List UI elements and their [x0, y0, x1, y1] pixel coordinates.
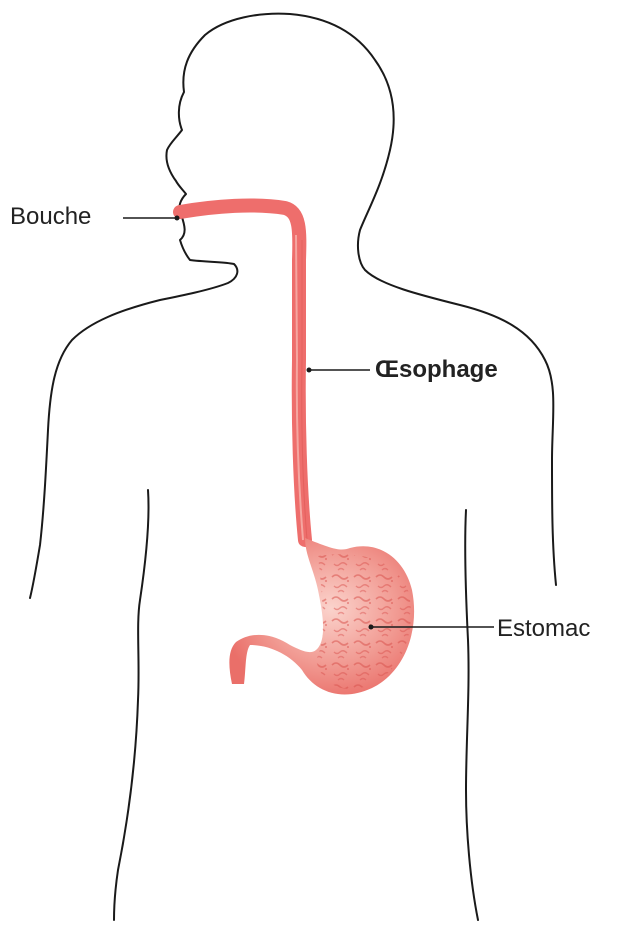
mouth-leader — [123, 216, 180, 221]
esophagus-tube — [180, 205, 305, 540]
mouth-label: Bouche — [10, 203, 91, 230]
esophagus-label: Œsophage — [375, 356, 498, 383]
esophagus-leader — [307, 368, 371, 373]
body-outline — [30, 14, 556, 920]
stomach-label: Estomac — [497, 615, 590, 642]
stomach-shape — [229, 538, 414, 694]
